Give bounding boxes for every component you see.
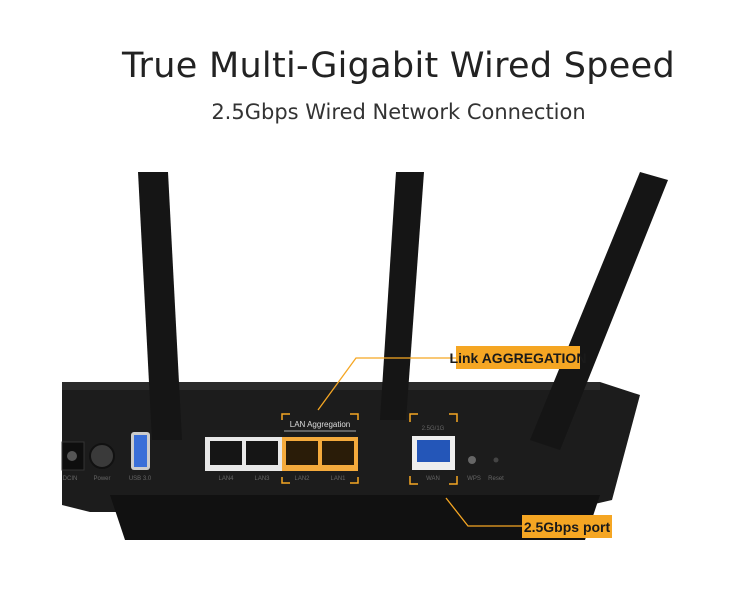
- lan4-port: [210, 441, 242, 465]
- wan-port-leader: [445, 497, 522, 527]
- antenna-right: [530, 172, 668, 450]
- power-button: [89, 443, 115, 469]
- lan-aggregation-label: LAN Aggregation: [290, 420, 351, 429]
- lan4-label: LAN4: [218, 476, 234, 482]
- wan-speed-label: 2.5G/1G: [422, 426, 445, 432]
- wan-port-callout-text: 2.5Gbps port: [524, 519, 611, 535]
- reset-label: Reset: [488, 476, 504, 482]
- wan-label: WAN: [426, 476, 440, 482]
- lan2-label: LAN2: [294, 476, 310, 482]
- reset-button: [493, 457, 499, 463]
- wan-port-callout: [522, 515, 612, 538]
- lan2-port: [286, 441, 318, 465]
- wps-label: WPS: [467, 476, 481, 482]
- lan3-port: [246, 441, 278, 465]
- lan1-port: [322, 441, 354, 465]
- dcin-label: DCIN: [63, 476, 78, 482]
- antenna-left: [138, 172, 182, 440]
- wps-button: [468, 456, 476, 464]
- aggregation-bracket: [281, 413, 458, 485]
- power-label: Power: [93, 476, 110, 482]
- link-aggregation-leader: [317, 357, 456, 411]
- link-aggregation-text: Link AGGREGATION: [450, 350, 587, 366]
- usb-label: USB 3.0: [129, 476, 152, 482]
- lan1-label: LAN1: [330, 476, 346, 482]
- router-base: [110, 495, 600, 540]
- link-aggregation-callout: [456, 346, 580, 369]
- page-title: True Multi-Gigabit Wired Speed: [121, 46, 675, 86]
- lan3-label: LAN3: [254, 476, 270, 482]
- page-subtitle: 2.5Gbps Wired Network Connection: [211, 100, 586, 124]
